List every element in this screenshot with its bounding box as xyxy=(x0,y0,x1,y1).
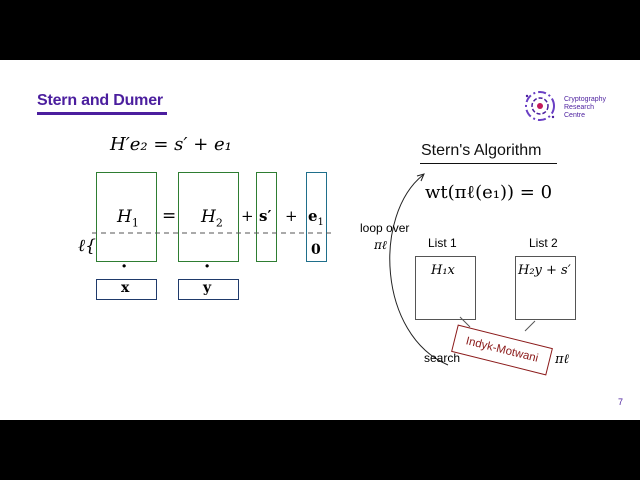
list-connectors xyxy=(459,316,536,332)
stern-heading: Stern's Algorithm xyxy=(421,142,542,159)
logo-line-3: Centre xyxy=(564,112,586,119)
slide-title: Stern and Dumer xyxy=(37,92,163,109)
plus-sign-2: + xyxy=(285,207,298,225)
plus-sign-1: + xyxy=(241,207,254,225)
search-label: search xyxy=(424,351,461,365)
stern-heading-underline xyxy=(420,163,557,164)
loop-over-label: loop over xyxy=(360,221,410,235)
loop-pi-label: πℓ xyxy=(374,238,387,252)
y-label: y xyxy=(203,280,212,296)
s-prime-vector xyxy=(256,172,277,262)
list1-label: List 1 xyxy=(428,236,457,250)
title-underline xyxy=(37,112,167,115)
weight-condition: wt(πℓ(e₁)) = 0 xyxy=(425,182,553,203)
dot-x: · xyxy=(121,256,128,277)
equals-sign: = xyxy=(162,206,177,226)
h2-label: H2 xyxy=(201,207,223,230)
e1-vector xyxy=(306,172,327,262)
main-equation: H′e₂ = s′ + e₁ xyxy=(110,134,232,155)
y-vector xyxy=(178,279,239,300)
x-vector xyxy=(96,279,157,300)
list2-box xyxy=(515,256,576,320)
logo: Cryptography Research Centre xyxy=(520,86,630,126)
s-prime-label: s′ xyxy=(259,207,272,225)
dot-y: · xyxy=(204,256,211,277)
ell-separator xyxy=(92,232,335,234)
list1-content: H₁x xyxy=(431,263,455,278)
search-pi-label: πℓ xyxy=(555,352,569,367)
list1-box xyxy=(415,256,476,320)
zero-label: 0 xyxy=(311,242,321,258)
logo-icon xyxy=(525,91,555,121)
logo-line-1: Cryptography xyxy=(564,96,607,103)
page-number: 7 xyxy=(617,397,623,407)
h1-matrix xyxy=(96,172,157,262)
e1-label: e1 xyxy=(308,207,324,228)
x-label: x xyxy=(121,280,130,296)
loop-arrow xyxy=(389,173,449,366)
ell-brace: ℓ{ xyxy=(78,236,96,256)
list2-content: H₂y + s′ xyxy=(518,263,571,278)
h1-label: H1 xyxy=(117,207,139,230)
logo-text: Cryptography Research Centre xyxy=(564,96,606,120)
h2-matrix xyxy=(178,172,239,262)
logo-line-2: Research xyxy=(564,104,594,111)
list2-label: List 2 xyxy=(529,236,558,250)
slide: Stern and Dumer Cryptography Research Ce… xyxy=(0,60,640,420)
